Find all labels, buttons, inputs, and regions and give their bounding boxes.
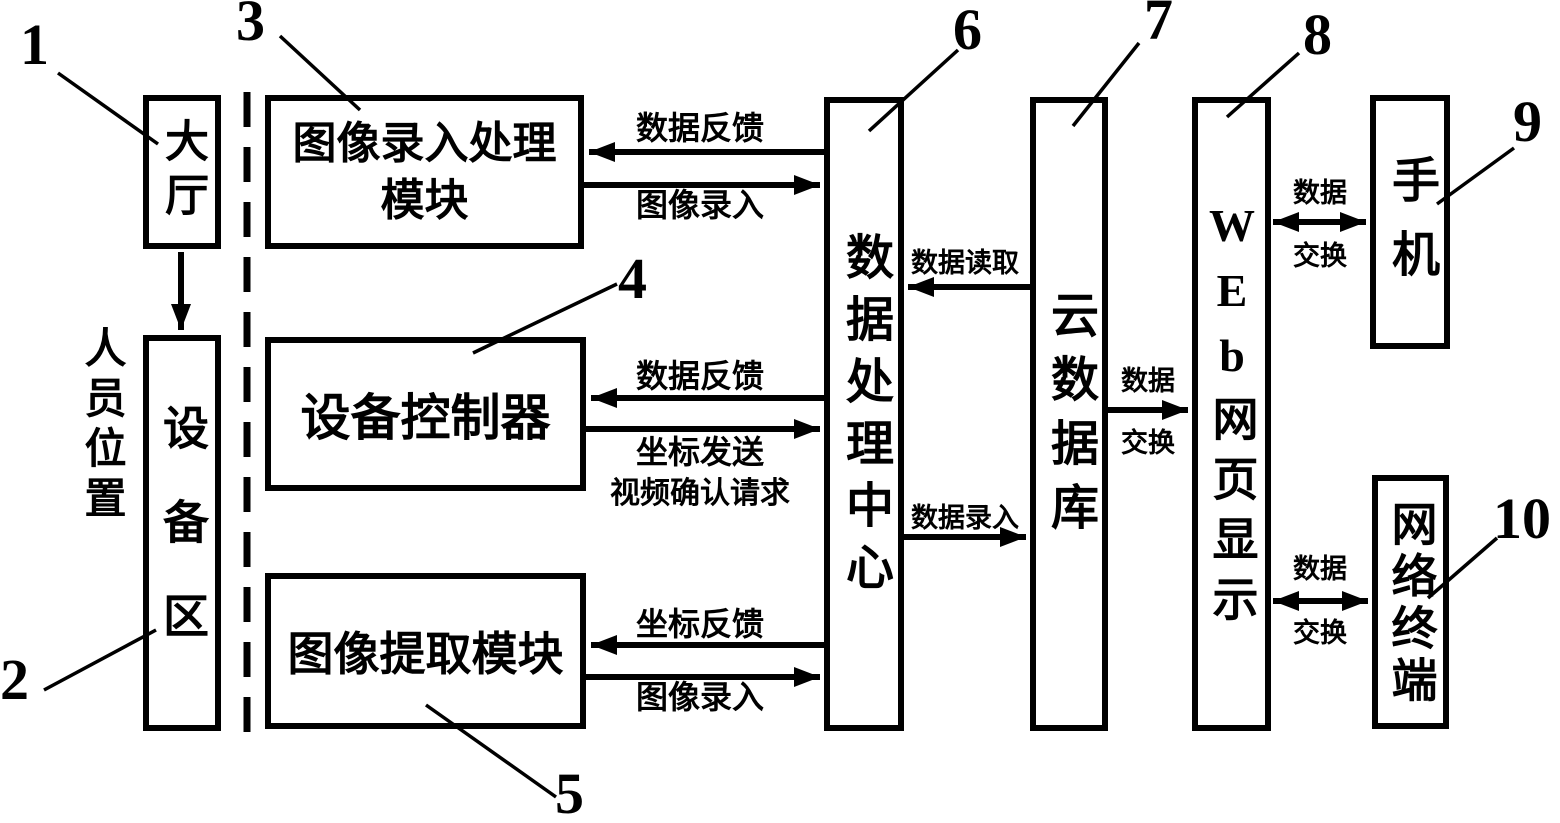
edge-label-exchange-89-b: 交换 [1293, 241, 1347, 271]
callout-9: 9 [1513, 89, 1542, 154]
edge-label-exchange-89-a: 数据 [1293, 178, 1347, 208]
node-data-processing-center: 数据处理中心 [824, 97, 904, 731]
edge-label-data-read: 数据读取 [911, 248, 1019, 278]
node-cloud-database: 云数据库 [1030, 97, 1108, 731]
callout-8: 8 [1303, 2, 1332, 67]
callout-4: 4 [618, 246, 647, 311]
node-data-processing-center-label: 数据处理中心 [838, 231, 891, 604]
node-network-terminal-label: 网络终端 [1385, 499, 1437, 708]
node-device-controller-label: 设备控制器 [300, 390, 551, 446]
node-image-input-module-label: 图像录入处理模块 [292, 118, 557, 225]
node-mobile-phone: 手机 [1370, 95, 1450, 349]
callout-7: 7 [1144, 0, 1173, 52]
edge-label-image-input-bottom: 图像录入 [635, 679, 764, 715]
edge-label-image-input-top: 图像录入 [635, 187, 764, 223]
edge-label-coordinate-feedback: 坐标反馈 [635, 606, 764, 642]
node-cloud-database-label: 云数据库 [1043, 290, 1096, 546]
node-equipment-area-label: 设备区 [157, 404, 208, 686]
node-web-display-label: WEb网页显示 [1206, 200, 1258, 635]
callout-3: 3 [236, 0, 265, 53]
edge-label-exchange-810-b: 交换 [1293, 618, 1347, 648]
node-equipment-area: 设备区 [143, 335, 221, 731]
leader-2 [43, 628, 157, 692]
edge-label-exchange-78-b: 交换 [1121, 428, 1175, 458]
node-image-input-module: 图像录入处理模块 [265, 95, 584, 249]
node-image-extraction-module-label: 图像提取模块 [287, 629, 564, 680]
node-network-terminal: 网络终端 [1372, 475, 1449, 729]
callout-6: 6 [953, 0, 982, 62]
edge-label-video-confirm-request: 视频确认请求 [610, 477, 790, 510]
edge-label-data-write: 数据录入 [911, 503, 1019, 533]
callout-2: 2 [0, 647, 29, 712]
edge-label-exchange-78-a: 数据 [1121, 366, 1175, 396]
edge-label-data-feedback-mid: 数据反馈 [635, 358, 764, 394]
node-image-extraction-module: 图像提取模块 [265, 573, 586, 729]
node-hall-label: 大厅 [158, 118, 207, 226]
node-device-controller: 设备控制器 [265, 337, 586, 491]
node-mobile-phone-label: 手机 [1384, 154, 1437, 303]
callout-10: 10 [1493, 486, 1551, 551]
edge-label-exchange-810-a: 数据 [1293, 554, 1347, 584]
callout-1: 1 [20, 12, 49, 77]
node-web-display: WEb网页显示 [1192, 97, 1271, 731]
personnel-position-label: 人员位置 [78, 326, 124, 526]
callout-5: 5 [555, 761, 584, 823]
edge-label-coordinate-send: 坐标发送 [635, 434, 764, 470]
node-hall: 大厅 [143, 95, 221, 249]
edge-label-data-feedback-top: 数据反馈 [635, 110, 764, 146]
